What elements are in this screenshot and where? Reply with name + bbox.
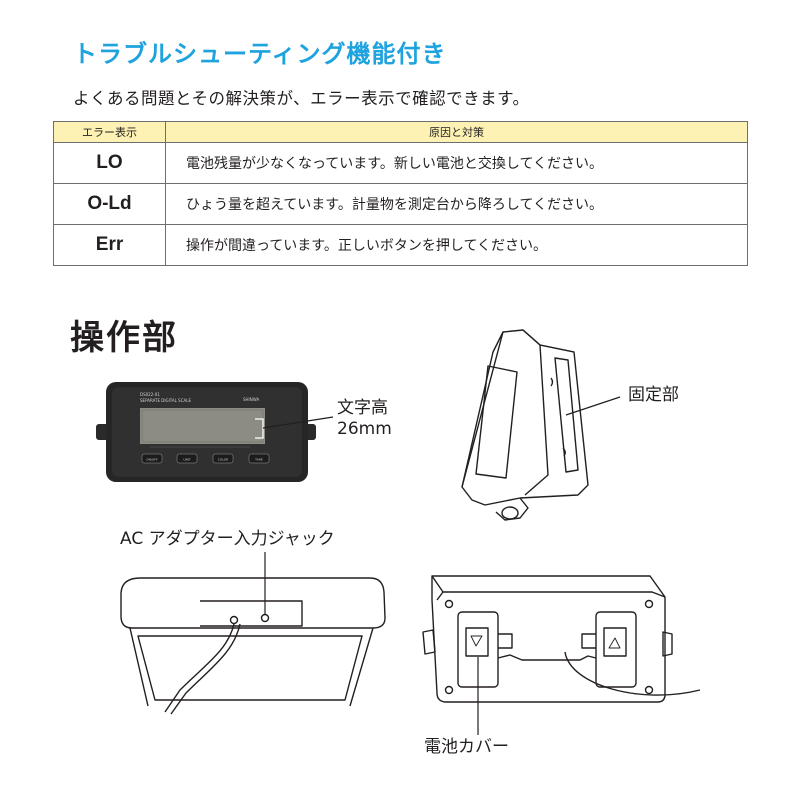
brand-text: SHINWA	[243, 397, 259, 402]
page-heading: トラブルシューティング機能付き	[73, 40, 447, 68]
fixing-part-label: 固定部	[628, 385, 679, 405]
tare-button-label: TARE	[254, 458, 263, 462]
table-row: LO 電池残量が少なくなっています。新しい電池と交換してください。	[53, 142, 748, 184]
model-text: DS022-01	[140, 392, 160, 397]
side-view-drawing	[461, 329, 621, 521]
page-subtitle: よくある問題とその解決策が、エラー表示で確認できます。	[73, 89, 530, 108]
char-height-label-line1: 文字高	[337, 398, 388, 418]
fixing-part-leader-line	[565, 396, 621, 416]
ac-jack-label: AC アダプター入力ジャック	[120, 529, 335, 549]
tare-button[interactable]	[248, 453, 270, 464]
color-button-label: COLOR	[218, 458, 228, 462]
table-row: O-Ld ひょう量を超えています。計量物を測定台から降ろしてください。	[53, 183, 748, 225]
troubleshooting-table: エラー表示 原因と対策 LO 電池残量が少なくなっています。新しい電池と交換して…	[53, 121, 748, 266]
display-panel-photo: DS022-01 SEPARATE DIGITAL SCALE SHINWA O…	[96, 382, 334, 482]
height-bracket	[255, 418, 264, 439]
lcd-screen	[140, 408, 265, 444]
unit-button-label: UNIT	[183, 458, 190, 462]
column-header-error-display: エラー表示	[53, 121, 166, 143]
char-height-leader-line	[262, 416, 334, 429]
right-battery-cover	[595, 611, 637, 688]
controls-section-title: 操作部	[70, 318, 178, 358]
bottom-view-drawing	[422, 575, 701, 735]
product-text: SEPARATE DIGITAL SCALE	[140, 398, 191, 403]
battery-cover-label: 電池カバー	[424, 737, 509, 757]
table-row: Err 操作が間違っています。正しいボタンを押してください。	[53, 224, 748, 266]
error-code: Err	[53, 224, 166, 266]
on-off-button-label: ON/OFF	[146, 458, 158, 462]
rear-view-drawing	[120, 552, 386, 715]
char-height-label-line2: 26mm	[337, 419, 392, 440]
unit-button[interactable]	[176, 453, 198, 464]
char-height-label: 文字高 26mm	[337, 398, 392, 441]
error-message: ひょう量を超えています。計量物を測定台から降ろしてください。	[165, 183, 748, 225]
error-message: 操作が間違っています。正しいボタンを押してください。	[165, 224, 748, 266]
on-off-button[interactable]	[141, 453, 163, 464]
error-message: 電池残量が少なくなっています。新しい電池と交換してください。	[165, 142, 748, 184]
color-button[interactable]	[212, 453, 234, 464]
